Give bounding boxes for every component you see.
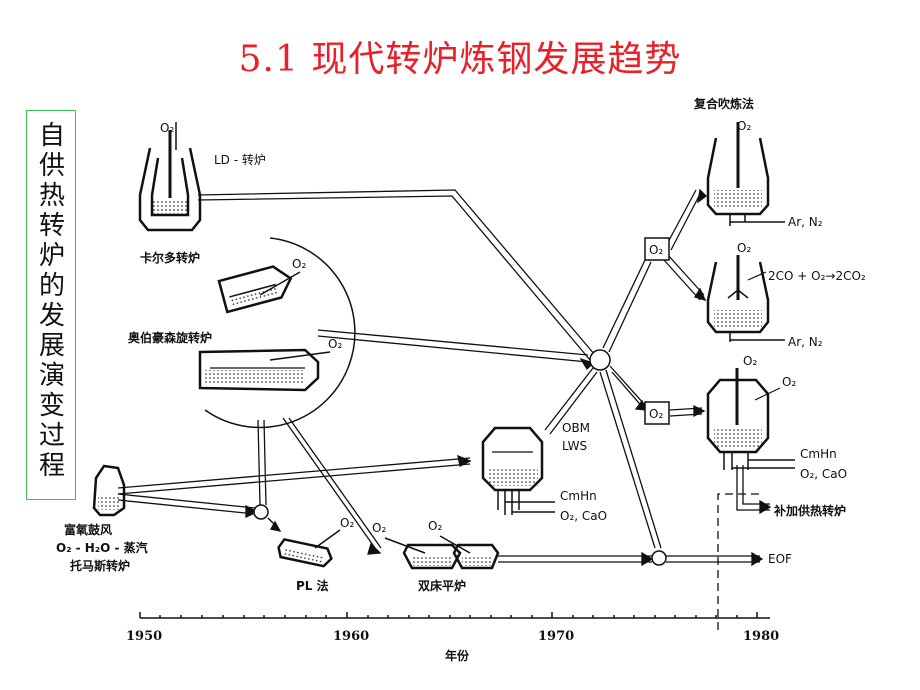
twin-label: 双床平炉 — [418, 578, 466, 593]
ar-n2-label: Ar, N₂ — [788, 335, 823, 349]
arrowhead — [697, 188, 707, 204]
combined-label: 复合吹炼法 — [693, 96, 754, 111]
pl-converter — [277, 538, 333, 568]
o2-cao-label: O₂, CaO — [560, 509, 607, 523]
o2-label: O₂ — [737, 241, 751, 255]
o2-label: O₂ — [328, 337, 342, 351]
thomas-converter — [92, 464, 126, 517]
arrowhead — [759, 499, 772, 515]
o2-label: O₂ — [160, 121, 174, 135]
o2-label: O₂ — [782, 375, 796, 389]
sidebar-caption-box: 自供热转炉的发展演变过程 — [26, 110, 76, 500]
axis-tick-1970: 1970 — [538, 629, 574, 644]
ar-n2-label: Ar, N₂ — [788, 215, 823, 229]
sidebar-caption: 自供热转炉的发展演变过程 — [38, 121, 65, 481]
o2-label: O₂ — [737, 119, 751, 133]
page-title: 5.1 现代转炉炼钢发展趋势 — [238, 39, 682, 80]
arrowhead — [693, 287, 707, 302]
arrowhead — [641, 551, 654, 567]
arrowhead — [457, 454, 472, 467]
o2-label: O₂ — [428, 519, 442, 533]
rotor-label: 奥伯豪森旋转炉 — [128, 330, 212, 345]
axis-tick-1950: 1950 — [126, 629, 162, 644]
arrowhead — [693, 404, 706, 418]
post-combustion-converter — [706, 255, 785, 342]
obm-label: OBM — [562, 421, 590, 435]
time-axis — [139, 612, 770, 619]
o2-box-label: O₂ — [649, 407, 663, 421]
o2-label: O₂ — [340, 516, 354, 530]
ld-converter — [138, 122, 202, 232]
arrowhead — [634, 399, 648, 411]
obm-converter — [481, 426, 555, 515]
o2-label: O₂ — [743, 354, 757, 368]
flow-arrows — [117, 189, 770, 563]
o2-cao-label: O₂, CaO — [800, 467, 847, 481]
axis-tick-1960: 1960 — [333, 629, 369, 644]
supplement-label: 补加供热转炉 — [773, 503, 846, 518]
ld-label: LD - 转炉 — [214, 152, 266, 167]
thomas-label-2: O₂ - H₂O - 蒸汽 — [56, 540, 148, 555]
cmhn-label: CmHn — [560, 489, 597, 503]
axis-tick-1980: 1980 — [743, 629, 779, 644]
dashed-divider — [717, 493, 760, 630]
junction — [651, 550, 667, 566]
kaldo-label: 卡尔多转炉 — [140, 250, 200, 265]
o2-box — [644, 237, 670, 261]
arrowhead — [367, 542, 382, 555]
o2-label: O₂ — [292, 257, 306, 271]
kaldo-rotor-group — [204, 237, 356, 429]
lws-label: LWS — [562, 439, 587, 453]
arrowhead — [269, 520, 282, 532]
combined-converter-top — [706, 122, 785, 226]
arrowhead — [579, 357, 595, 371]
o2-label: O₂ — [372, 521, 386, 535]
eof-label: EOF — [768, 552, 792, 566]
thomas-label-3: 托马斯转炉 — [70, 558, 130, 573]
arrowhead — [245, 504, 259, 519]
thomas-label-1: 富氧鼓风 — [64, 522, 112, 537]
junction — [253, 504, 269, 520]
pl-label: PL 法 — [296, 578, 329, 593]
twin-hearth-furnace — [402, 543, 500, 570]
o2-box-label: O₂ — [649, 243, 663, 257]
axis-label: 年份 — [445, 648, 470, 663]
post-combustion-label: 2CO + O₂→2CO₂ — [768, 269, 866, 283]
rotor-converter — [198, 348, 320, 392]
supplement-heat-converter — [706, 368, 795, 470]
o2-box — [644, 401, 670, 425]
arrowhead — [751, 551, 764, 567]
kaldo-converter — [217, 265, 293, 314]
central-hub — [589, 349, 611, 371]
cmhn-label: CmHn — [800, 447, 837, 461]
